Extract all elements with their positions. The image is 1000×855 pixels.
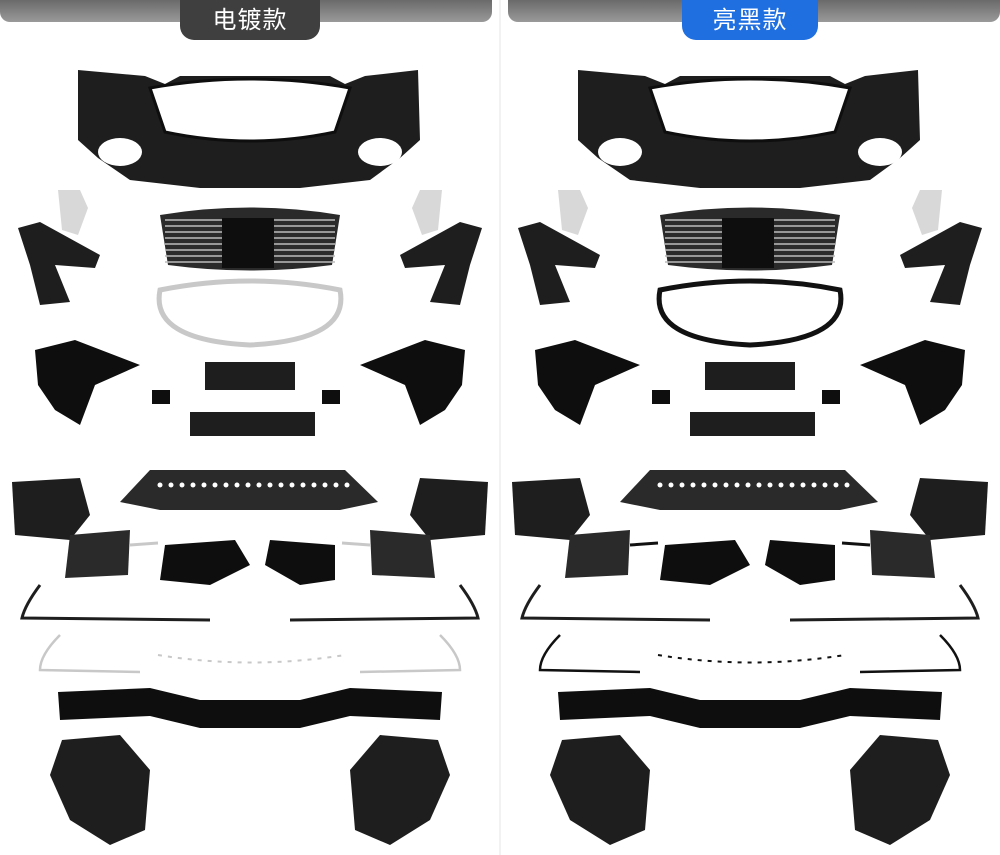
center-clip-strip [657,654,846,664]
left-upper-bracket [18,222,100,305]
right-lower-trim [289,584,480,622]
front-grille [160,207,340,271]
right-side-bracket [360,340,465,425]
reinforcement-bar [558,688,942,728]
front-grille [660,207,840,271]
right-fog-mesh [841,530,935,578]
left-side-bracket [35,340,140,425]
chrome-strip-right [359,634,462,674]
variant-badge-chrome: 电镀款 [180,0,320,40]
bumper-kit-parts-gloss-black [512,70,988,845]
chrome-strip-left [38,634,141,674]
reinforcement-bar [58,688,442,728]
center-clip-strip [157,654,346,664]
left-lower-flap [512,478,590,540]
bumper-cover [78,70,420,188]
small-clip-left [152,390,170,404]
grille-trim [156,278,344,348]
license-plate-bracket [690,412,815,436]
right-arch-liner [350,735,450,845]
upper-plate [705,362,795,390]
right-mount-clip [912,190,942,235]
right-lower-trim [789,584,980,622]
right-side-bracket [860,340,965,425]
left-upper-bracket [518,222,600,305]
left-fog-mesh [65,530,159,578]
bumper-kit-parts-chrome [12,70,488,845]
right-upper-bracket [400,222,482,305]
gloss-black-variant-panel: 亮黑款 [500,0,1000,855]
right-fog-mesh [341,530,435,578]
license-plate-bracket [190,412,315,436]
small-clip-right [822,390,840,404]
right-arch-liner [850,735,950,845]
right-upper-bracket [900,222,982,305]
right-lower-flap [910,478,988,540]
chrome-strip-left [538,634,641,674]
left-arch-liner [550,735,650,845]
left-fog-mesh [565,530,659,578]
left-lower-flap [12,478,90,540]
left-mount-clip [58,190,88,235]
chrome-variant-panel: 电镀款 [0,0,492,845]
small-clip-right [322,390,340,404]
left-arch-liner [50,735,150,845]
variant-badge-gloss-black: 亮黑款 [682,0,818,40]
left-vent-housing [660,540,750,585]
right-vent-housing [765,540,835,585]
left-vent-housing [160,540,250,585]
panel-divider [499,0,501,855]
left-lower-trim [20,584,211,622]
grille-trim [656,278,844,348]
small-clip-left [652,390,670,404]
left-side-bracket [535,340,640,425]
chrome-strip-right [859,634,962,674]
left-lower-trim [520,584,711,622]
lower-mesh-grille [620,470,878,510]
upper-plate [205,362,295,390]
lower-mesh-grille [120,470,378,510]
right-vent-housing [265,540,335,585]
left-mount-clip [558,190,588,235]
bumper-cover [578,70,920,188]
right-lower-flap [410,478,488,540]
right-mount-clip [412,190,442,235]
